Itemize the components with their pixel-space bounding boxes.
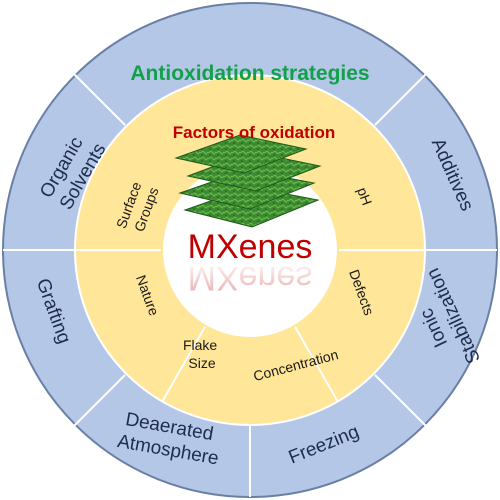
- factor-ph: pH: [354, 185, 375, 207]
- center-label: MXenes: [188, 228, 313, 266]
- antioxidation-strategies-title: Antioxidation strategies: [130, 62, 369, 85]
- outer-ring-dividers: [3, 67, 497, 497]
- factor-flake-size: Flake Size: [183, 337, 221, 371]
- center-label-reflection: MXenes: [188, 259, 313, 297]
- inner-ring-dividers: [75, 249, 425, 403]
- factors-of-oxidation-title: Factors of oxidation: [173, 123, 335, 142]
- mxene-flakes-image: [174, 134, 322, 228]
